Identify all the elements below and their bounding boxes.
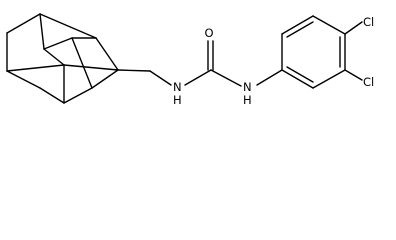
bond bbox=[256, 69, 283, 86]
nitrogen-label-left: N bbox=[173, 80, 182, 94]
nitrogen-label-right: N bbox=[243, 80, 252, 94]
bond bbox=[39, 13, 45, 50]
bond bbox=[344, 21, 363, 35]
oxygen-label: O bbox=[205, 26, 214, 40]
bond bbox=[312, 69, 346, 89]
dichlorophenyl-ring bbox=[281, 15, 363, 89]
bond bbox=[6, 13, 41, 34]
bond bbox=[95, 37, 119, 71]
bond bbox=[71, 37, 93, 89]
bond bbox=[184, 69, 212, 86]
bond bbox=[91, 69, 119, 89]
bond bbox=[281, 15, 314, 35]
bond bbox=[281, 69, 314, 89]
bond bbox=[39, 87, 65, 104]
bond bbox=[6, 70, 41, 89]
aromatic-double-bond bbox=[286, 66, 314, 83]
hydrogen-label-left: H bbox=[173, 93, 182, 107]
bond bbox=[63, 64, 119, 71]
bond bbox=[6, 64, 65, 72]
bond bbox=[39, 13, 97, 39]
bond bbox=[117, 69, 151, 72]
bond bbox=[312, 15, 346, 35]
hydrogen-label-right: H bbox=[243, 93, 252, 107]
adamantane-cage bbox=[6, 13, 119, 104]
aromatic-double-bond bbox=[286, 21, 314, 38]
bond bbox=[210, 69, 242, 87]
urea-linker bbox=[117, 40, 283, 87]
bond bbox=[344, 69, 363, 81]
bond bbox=[43, 48, 65, 66]
molecule-structure: O N H N H Cl Cl bbox=[6, 13, 374, 107]
chlorine-label-top: Cl bbox=[363, 15, 374, 29]
bond bbox=[43, 37, 73, 50]
chlorine-label-bottom: Cl bbox=[363, 75, 374, 89]
bond bbox=[63, 87, 93, 104]
bond bbox=[149, 70, 172, 86]
